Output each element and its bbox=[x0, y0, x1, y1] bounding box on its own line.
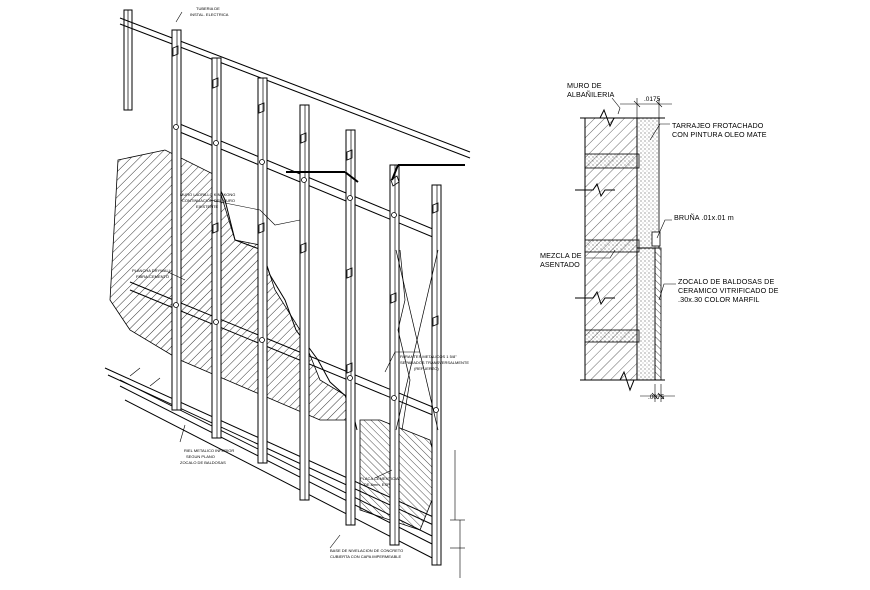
studs bbox=[123, 9, 442, 566]
svg-text:PLACA CEMENTICIA: PLACA CEMENTICIA bbox=[360, 476, 399, 481]
svg-text:PARANTES METALICOS 1 5/8": PARANTES METALICOS 1 5/8" bbox=[400, 354, 457, 359]
svg-text:FIBRA-CEMENTO: FIBRA-CEMENTO bbox=[136, 274, 169, 279]
iso-label-tuberia: TUBERIA DE INSTAL. ELECTRICA bbox=[190, 6, 229, 17]
mortar-joints bbox=[584, 153, 640, 343]
section-label-zocalo: ZOCALO DE BALDOSAS DE CERAMICO VITRIFICA… bbox=[678, 277, 779, 304]
svg-text:DE 8mm. ESP.: DE 8mm. ESP. bbox=[364, 482, 390, 487]
bracing bbox=[395, 249, 439, 431]
iso-note-bottom-right: PLACA CEMENTICIA DE 8mm. ESP. bbox=[360, 476, 399, 487]
section-leaders bbox=[586, 97, 676, 301]
wall-break-line bbox=[214, 177, 358, 431]
svg-text:.30x.30 COLOR MARFIL: .30x.30 COLOR MARFIL bbox=[678, 295, 760, 304]
section-label-muro: MURO DE ALBAÑILERIA bbox=[567, 81, 615, 99]
note-leaders bbox=[167, 11, 420, 549]
svg-text:ALBAÑILERIA: ALBAÑILERIA bbox=[567, 90, 615, 99]
iso-note-lower: RIEL METALICO INFERIOR SEGUN PLANO ZOCAL… bbox=[180, 448, 234, 465]
section-dimensions bbox=[620, 98, 675, 402]
section-label-tarrajeo: TARRAJEO FROTACHADO CON PINTURA OLEO MAT… bbox=[672, 121, 767, 139]
svg-text:CERAMICO VITRIFICADO DE: CERAMICO VITRIFICADO DE bbox=[678, 286, 779, 295]
rails bbox=[104, 17, 471, 563]
section-break-lines bbox=[575, 108, 665, 392]
iso-note-mid: PLANCHA DRYWALL FIBRA-CEMENTO bbox=[132, 268, 172, 279]
floor-dimension bbox=[129, 367, 465, 578]
svg-text:SEPARADOS TRANSVERSALMENTE: SEPARADOS TRANSVERSALMENTE bbox=[400, 360, 469, 365]
svg-text:CONTINUACION DEL MURO: CONTINUACION DEL MURO bbox=[182, 198, 235, 203]
svg-text:SEGUN PLANO: SEGUN PLANO bbox=[186, 454, 215, 459]
iso-note-upper: MURO LADRILLO KINGKONG CONTINUACION DEL … bbox=[180, 192, 235, 209]
svg-text:ASENTADO: ASENTADO bbox=[540, 260, 580, 269]
svg-text:TARRAJEO FROTACHADO: TARRAJEO FROTACHADO bbox=[672, 121, 764, 130]
svg-text:CON PINTURA OLEO MATE: CON PINTURA OLEO MATE bbox=[672, 130, 767, 139]
isometric-view: TUBERIA DE INSTAL. ELECTRICA PARANTES ME… bbox=[104, 6, 471, 578]
svg-text:CUBIERTA CON CAPA IMPERMEABLE: CUBIERTA CON CAPA IMPERMEABLE bbox=[330, 554, 401, 559]
svg-text:MEZCLA DE: MEZCLA DE bbox=[540, 251, 582, 260]
section-label-mezcla: MEZCLA DE ASENTADO bbox=[540, 251, 582, 269]
masonry-hatch-left bbox=[109, 149, 353, 421]
svg-text:EXISTENTE: EXISTENTE bbox=[196, 204, 219, 209]
section-dim-top: .0175 bbox=[644, 96, 661, 103]
tile-mortar bbox=[636, 247, 656, 381]
svg-text:ZOCALO DE BALDOSAS DE: ZOCALO DE BALDOSAS DE bbox=[678, 277, 774, 286]
section-dim-bottom: .0075 bbox=[648, 394, 665, 401]
thick-leader bbox=[286, 164, 465, 183]
svg-text:ZOCALO DE BALDOSAS: ZOCALO DE BALDOSAS bbox=[180, 460, 226, 465]
plaster-layer bbox=[636, 117, 660, 249]
ceramic-tile bbox=[654, 247, 662, 381]
svg-text:BASE DE NIVELACION DE CONCRETO: BASE DE NIVELACION DE CONCRETO bbox=[330, 548, 403, 553]
svg-text:INSTAL. ELECTRICA: INSTAL. ELECTRICA bbox=[190, 12, 229, 17]
svg-text:MURO DE: MURO DE bbox=[567, 81, 602, 90]
rail-clips bbox=[173, 124, 439, 413]
iso-note-base: BASE DE NIVELACION DE CONCRETO CUBIERTA … bbox=[330, 548, 403, 559]
svg-text:MURO LADRILLO KINGKONG: MURO LADRILLO KINGKONG bbox=[180, 192, 235, 197]
section-view: MURO DE ALBAÑILERIA .0175 TARRAJEO FROTA… bbox=[540, 81, 779, 402]
svg-text:(REFUERZO): (REFUERZO) bbox=[414, 366, 439, 371]
section-label-bruna: BRUÑA .01x.01 m bbox=[674, 213, 734, 222]
svg-text:TUBERIA DE: TUBERIA DE bbox=[196, 6, 220, 11]
svg-text:RIEL METALICO INFERIOR: RIEL METALICO INFERIOR bbox=[184, 448, 234, 453]
svg-text:PLANCHA DRYWALL: PLANCHA DRYWALL bbox=[132, 268, 172, 273]
bruna-groove bbox=[651, 231, 661, 247]
stud-punchouts bbox=[172, 45, 439, 374]
iso-label-parantes: PARANTES METALICOS 1 5/8" SEPARADOS TRAN… bbox=[400, 354, 469, 371]
